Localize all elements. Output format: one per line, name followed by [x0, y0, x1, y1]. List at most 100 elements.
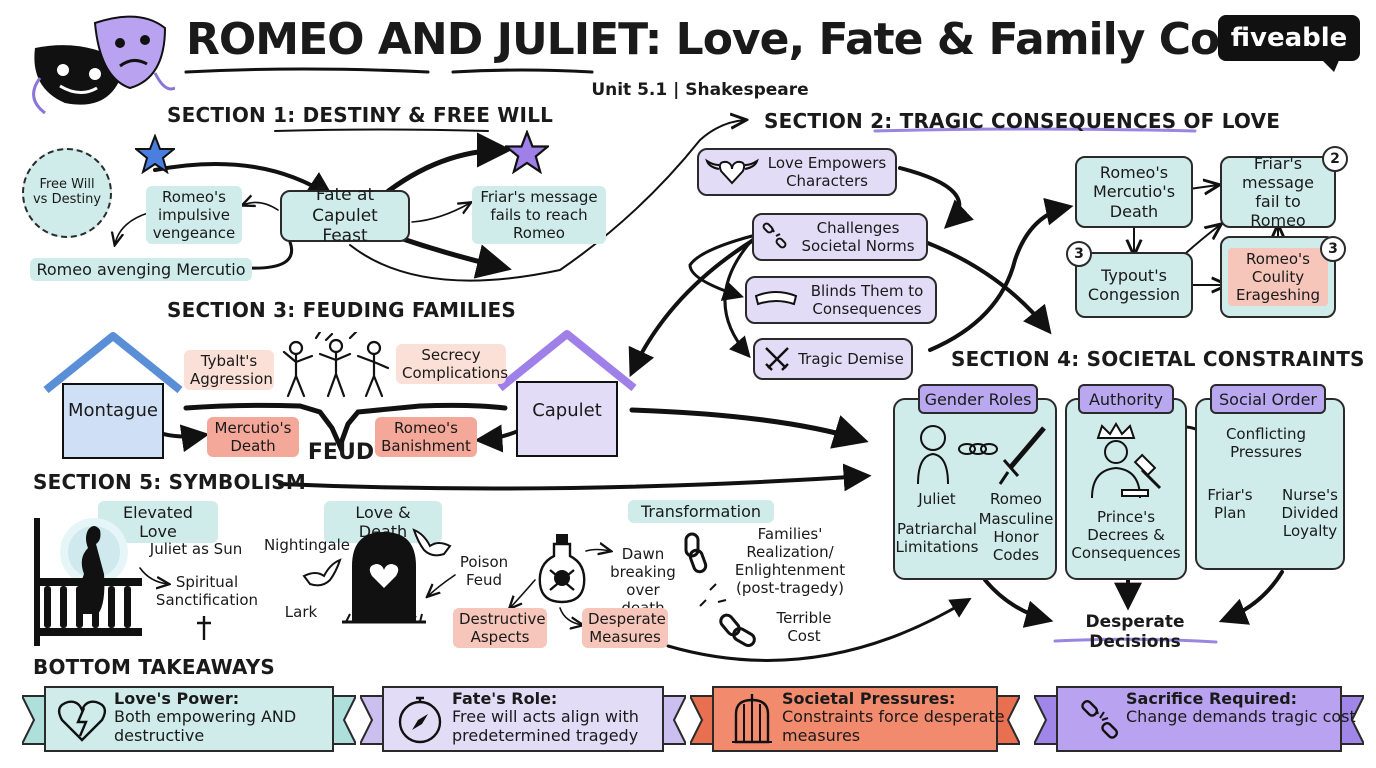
- takeaway-text: Change demands tragic cost: [1126, 707, 1356, 727]
- romeo-avenging-label: Romeo avenging Mercutio: [30, 258, 252, 282]
- gender-roles-header: Gender Roles: [918, 384, 1038, 414]
- breaking-chain-icon: [684, 532, 756, 647]
- cycle-mercutio-death-text: Romeo's Mercutio's Death: [1092, 163, 1176, 221]
- mercutio-death-label: Mercutio's Death: [207, 417, 299, 457]
- cycle-friar-message-box[interactable]: Friar's message fail to Romeo: [1220, 153, 1336, 231]
- conflicting-pressures-label: Conflicting Pressures: [1225, 425, 1307, 461]
- tybalt-aggression-label: Tybalt's Aggression: [184, 350, 274, 390]
- desperate-measures-label: Desperate Measures: [582, 608, 668, 648]
- juliet-label: Juliet: [918, 490, 956, 508]
- fighting-figures-icon: [282, 332, 390, 398]
- fate-capulet-feast-text: Fate at Capulet Feast: [312, 185, 378, 247]
- page-subtitle: Unit 5.1 | Shakespeare: [591, 80, 809, 100]
- takeaway-head: Sacrifice Required:: [1126, 689, 1298, 708]
- section-4-title: SECTION 4: SOCIETAL CONSTRAINTS: [951, 347, 1365, 371]
- chain-icon: [958, 443, 998, 455]
- cycle-typout-box[interactable]: Typout's Congession: [1075, 252, 1193, 318]
- challenges-norms-box[interactable]: Challenges Societal Norms: [752, 213, 928, 261]
- gravestone-heart-icon: [342, 532, 426, 624]
- juliet-as-sun-label: Juliet as Sun: [149, 540, 243, 558]
- social-order-header: Social Order: [1210, 384, 1326, 414]
- masculine-honor-label: Masculine Honor Codes: [978, 510, 1054, 564]
- takeaway-text: Free will acts align with predetermined …: [452, 707, 639, 745]
- gender-roles-panel: [893, 398, 1057, 580]
- juliet-icon: [917, 425, 949, 485]
- dawn-breaking-label: Dawn breaking over death: [610, 545, 676, 617]
- cycle-number-badge: 3: [1066, 241, 1092, 267]
- theater-masks-icon: [32, 15, 175, 115]
- takeaway-head: Societal Pressures:: [782, 689, 956, 708]
- free-will-badge-text: Free Will vs Destiny: [32, 177, 102, 207]
- destructive-aspects-label: Destructive Aspects: [453, 608, 547, 648]
- birdcage-icon: [732, 694, 772, 744]
- crossed-swords-icon: [765, 347, 790, 371]
- winged-heart-icon: [705, 158, 759, 185]
- tragic-demise-box[interactable]: Tragic Demise: [753, 338, 913, 380]
- takeaway-loves-power[interactable]: Love's Power:Both empowering AND destruc…: [22, 686, 356, 752]
- cycle-romeo-coulity-box[interactable]: Romeo's Coulity Erageshing: [1220, 236, 1336, 318]
- friar-message-label: Friar's message fails to reach Romeo: [472, 186, 606, 244]
- capulet-house-icon[interactable]: [492, 330, 642, 460]
- blinds-consequences-text: Blinds Them to Consequences: [810, 282, 924, 318]
- free-will-badge: Free Will vs Destiny: [22, 148, 112, 238]
- blinds-consequences-box[interactable]: Blinds Them to Consequences: [745, 276, 937, 324]
- feud-label: FEUD: [307, 440, 375, 465]
- page-title: ROMEO AND JULIET: Love, Fate & Family Co…: [186, 14, 1342, 65]
- patriarchal-limitations-label: Patriarchal Limitations: [895, 520, 979, 556]
- secrecy-complications-label: Secrecy Complications: [396, 344, 508, 384]
- banner-ribbon: [22, 695, 356, 745]
- brand-logo[interactable]: fiveable: [1218, 15, 1360, 61]
- sword-icon: [998, 426, 1046, 485]
- blindfold-icon: [754, 291, 798, 306]
- bird-icon: [302, 558, 342, 587]
- montague-label: Montague: [68, 400, 158, 421]
- romeo-banishment-label: Romeo's Banishment: [375, 417, 477, 457]
- cycle-romeo-coulity-text: Romeo's Coulity Erageshing: [1228, 248, 1328, 306]
- nurses-loyalty-label: Nurse's Divided Loyalty: [1281, 486, 1339, 540]
- takeaway-fates-role[interactable]: Fate's Role:Free will acts align with pr…: [360, 686, 686, 752]
- capulet-label: Capulet: [532, 400, 602, 421]
- takeaway-sacrifice-required[interactable]: Sacrifice Required:Change demands tragic…: [1034, 686, 1364, 752]
- heart-lightning-icon: [57, 700, 107, 742]
- cycle-mercutio-death-box[interactable]: Romeo's Mercutio's Death: [1075, 156, 1193, 228]
- spiritual-sanctification-label: Spiritual Sanctification: [155, 573, 259, 609]
- cycle-typout-text: Typout's Congession: [1087, 265, 1181, 304]
- brand-logo-tail: [1320, 58, 1340, 72]
- broken-chain-icon: [1081, 699, 1119, 739]
- romeo-label: Romeo: [990, 490, 1042, 508]
- social-order-panel: [1195, 398, 1345, 570]
- lark-label: Lark: [284, 603, 318, 621]
- poison-bottle-icon: [538, 534, 586, 604]
- fate-capulet-feast-box[interactable]: Fate at Capulet Feast: [280, 185, 410, 246]
- takeaway-text: Both empowering AND destructive: [114, 707, 297, 745]
- cycle-number-badge: 3: [1320, 236, 1346, 262]
- prince-gavel-icon: [1091, 422, 1162, 499]
- section-5-title: SECTION 5: SYMBOLISM: [33, 470, 306, 494]
- banner-ribbon: [360, 695, 686, 745]
- star-purple-icon: [505, 130, 549, 174]
- transformation-header: Transformation: [628, 500, 774, 524]
- takeaway-societal-pressures[interactable]: Societal Pressures:Constraints force des…: [690, 686, 1020, 752]
- section-1-title: SECTION 1: DESTINY & FREE WILL: [167, 103, 554, 127]
- cycle-number-badge: 2: [1322, 146, 1348, 172]
- takeaway-head: Love's Power:: [114, 689, 240, 708]
- friars-plan-label: Friar's Plan: [1207, 486, 1253, 522]
- juliet-balcony-icon: [34, 518, 142, 646]
- love-empowers-text: Love Empowers Characters: [767, 154, 887, 190]
- banner-ribbon: [690, 695, 1020, 745]
- compass-icon: [398, 696, 442, 744]
- bird-icon: [412, 528, 452, 557]
- authority-header: Authority: [1078, 384, 1174, 414]
- takeaway-head: Fate's Role:: [452, 689, 558, 708]
- nightingale-label: Nightingale: [263, 536, 351, 554]
- takeaway-text: Constraints force desperate measures: [782, 707, 1005, 745]
- cycle-friar-message-text: Friar's message fail to Romeo: [1242, 153, 1314, 231]
- banner-ribbon: [1034, 695, 1364, 745]
- love-empowers-box[interactable]: Love Empowers Characters: [697, 148, 897, 196]
- section-2-title: SECTION 2: TRAGIC CONSEQUENCES OF LOVE: [764, 109, 1281, 133]
- prince-decrees-label: Prince's Decrees & Consequences: [1071, 508, 1181, 562]
- challenges-norms-text: Challenges Societal Norms: [801, 219, 915, 255]
- desperate-decisions-label: Desperate Decisions: [1085, 612, 1185, 653]
- montague-house-icon[interactable]: [38, 332, 188, 462]
